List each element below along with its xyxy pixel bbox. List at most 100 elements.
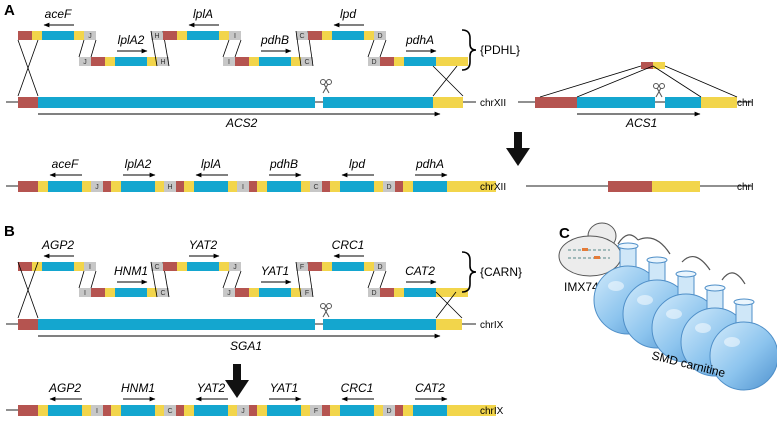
terminator xyxy=(228,181,237,192)
panel-a-result-chri: chrI xyxy=(526,181,754,193)
recombination-site xyxy=(229,31,241,40)
terminator xyxy=(147,57,157,66)
gene-label: pdhA xyxy=(405,33,434,47)
site-label: C xyxy=(167,408,172,415)
promoter xyxy=(184,405,194,416)
promoter xyxy=(105,57,115,66)
homology-left xyxy=(91,57,105,66)
gene-orf xyxy=(48,405,82,416)
homology-left xyxy=(249,181,257,192)
site-label: J xyxy=(88,33,92,40)
recombination-site xyxy=(310,181,322,192)
homology-left xyxy=(18,181,38,192)
gene-orf xyxy=(267,181,301,192)
recombination-site xyxy=(164,181,176,192)
gene-orf xyxy=(404,288,436,297)
gene-orf xyxy=(115,288,147,297)
gene-label: lplA xyxy=(201,157,221,171)
crossover-line xyxy=(222,270,230,289)
homology-left xyxy=(103,181,111,192)
crossover-line xyxy=(150,261,158,298)
recombination-site xyxy=(79,57,91,66)
site-label: D xyxy=(386,184,391,191)
chromosome-label-chrix: chrIX xyxy=(480,320,504,331)
site-label: J xyxy=(83,59,87,66)
homology-right xyxy=(446,57,468,66)
gene-orf xyxy=(194,181,228,192)
gene-orf xyxy=(121,181,155,192)
promoter xyxy=(111,181,121,192)
recombination-site xyxy=(368,288,380,297)
recombination-site xyxy=(91,181,103,192)
site-label: C xyxy=(154,264,159,271)
panel-b-chrix-locus: chrIX SGA1 xyxy=(6,261,504,353)
recombination-site xyxy=(374,262,386,271)
promoter xyxy=(249,57,259,66)
gene-orf xyxy=(259,57,291,66)
terminator xyxy=(436,288,446,297)
promoter xyxy=(257,405,267,416)
brace-label-pdhl: {PDHL} xyxy=(480,43,520,57)
scissors-icon xyxy=(320,303,332,318)
crossover-line xyxy=(150,30,158,67)
promoter xyxy=(330,181,340,192)
site-label: C xyxy=(299,33,304,40)
brace-label-carn: {CARN} xyxy=(480,265,522,279)
promoter xyxy=(38,405,48,416)
gene-orf xyxy=(194,405,228,416)
gene-label: AGP2 xyxy=(48,381,81,395)
recombination-site xyxy=(310,405,322,416)
integrated-gene: CAT2 xyxy=(403,381,456,416)
promoter xyxy=(105,288,115,297)
crossover-line xyxy=(379,39,387,58)
homology-left xyxy=(18,262,32,271)
gene-label: lpd xyxy=(349,157,365,171)
gene-label: aceF xyxy=(52,157,79,171)
gene-label: HNM1 xyxy=(114,264,148,278)
promoter xyxy=(257,181,267,192)
site-label: H xyxy=(167,184,172,191)
gene-orf xyxy=(187,31,219,40)
homology-left xyxy=(395,405,403,416)
site-label: D xyxy=(377,33,382,40)
homology-left xyxy=(395,181,403,192)
panel-a-chri-locus: chrI ACS1 xyxy=(518,62,754,130)
terminator xyxy=(291,57,301,66)
site-label: I xyxy=(89,264,91,271)
recombination-site xyxy=(229,262,241,271)
gene-label: CAT2 xyxy=(415,381,445,395)
site-label: D xyxy=(386,408,391,415)
chromosome-label: chrIX xyxy=(480,406,504,417)
homology-left xyxy=(176,181,184,192)
recombination-site xyxy=(157,57,169,66)
recombination-site xyxy=(374,31,386,40)
crossover-line xyxy=(234,270,242,289)
recombination-site xyxy=(151,31,163,40)
homology-left xyxy=(380,288,394,297)
chromosome-label: chrXII xyxy=(480,182,506,193)
gene-label: CRC1 xyxy=(341,381,374,395)
site-label: I xyxy=(228,59,230,66)
down-arrow-icon xyxy=(225,364,249,398)
gene-label: YAT2 xyxy=(189,238,218,252)
site-label: D xyxy=(377,264,382,271)
promoter xyxy=(322,262,332,271)
recombination-site xyxy=(237,181,249,192)
homology-left xyxy=(103,405,111,416)
panel-letter-a: A xyxy=(4,2,15,19)
gene-label: YAT1 xyxy=(261,264,289,278)
chromosome-label-chri: chrI xyxy=(737,98,754,109)
scissors-icon xyxy=(653,83,665,98)
crossover-line xyxy=(234,39,242,58)
